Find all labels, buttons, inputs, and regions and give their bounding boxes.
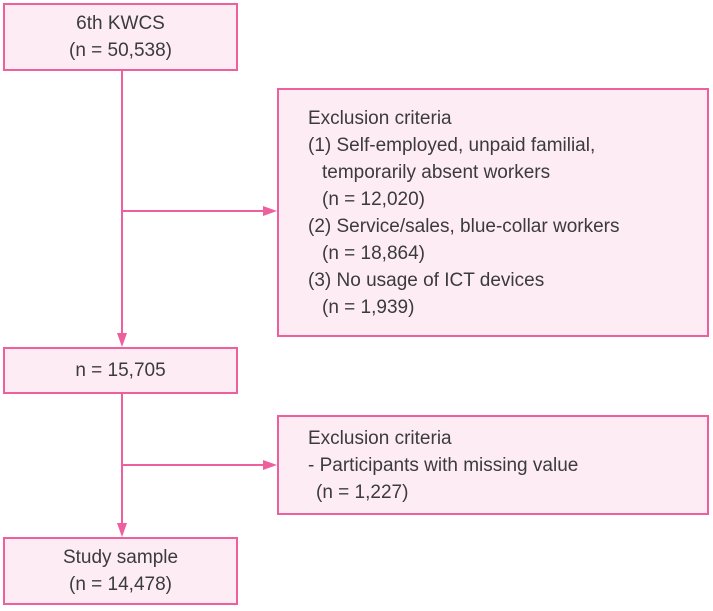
source-box-count: (n = 50,538) <box>69 40 172 61</box>
exclusion-1-item-3-count: (n = 1,939) <box>322 296 415 318</box>
exclusion-1-item-1-cont: temporarily absent workers <box>322 161 551 183</box>
exclusion-1-item-1: (1) Self-employed, unpaid familial, <box>308 134 596 156</box>
final-box: Study sample (n = 14,478) <box>3 537 238 605</box>
exclusion-2-item-1-count: (n = 1,227) <box>316 481 409 503</box>
source-box: 6th KWCS (n = 50,538) <box>3 3 238 71</box>
exclusion-1-title: Exclusion criteria <box>308 107 452 129</box>
exclusion-1-item-1-count: (n = 12,020) <box>322 188 425 210</box>
exclusion-box-1: Exclusion criteria (1) Self-employed, un… <box>277 88 709 337</box>
final-box-title: Study sample <box>62 547 179 568</box>
exclusion-1-item-2: (2) Service/sales, blue-collar workers <box>308 215 620 237</box>
exclusion-2-item-1: - Participants with missing value <box>308 454 579 476</box>
exclusion-1-item-2-count: (n = 18,864) <box>322 242 425 264</box>
interim-box-count: n = 15,705 <box>75 360 166 381</box>
exclusion-2-title: Exclusion criteria <box>308 427 452 449</box>
source-box-title: 6th KWCS <box>76 13 165 34</box>
interim-box: n = 15,705 <box>3 347 238 394</box>
final-box-count: (n = 14,478) <box>69 574 172 595</box>
exclusion-1-item-3: (3) No usage of ICT devices <box>308 269 545 291</box>
exclusion-box-2: Exclusion criteria - Participants with m… <box>277 415 709 515</box>
